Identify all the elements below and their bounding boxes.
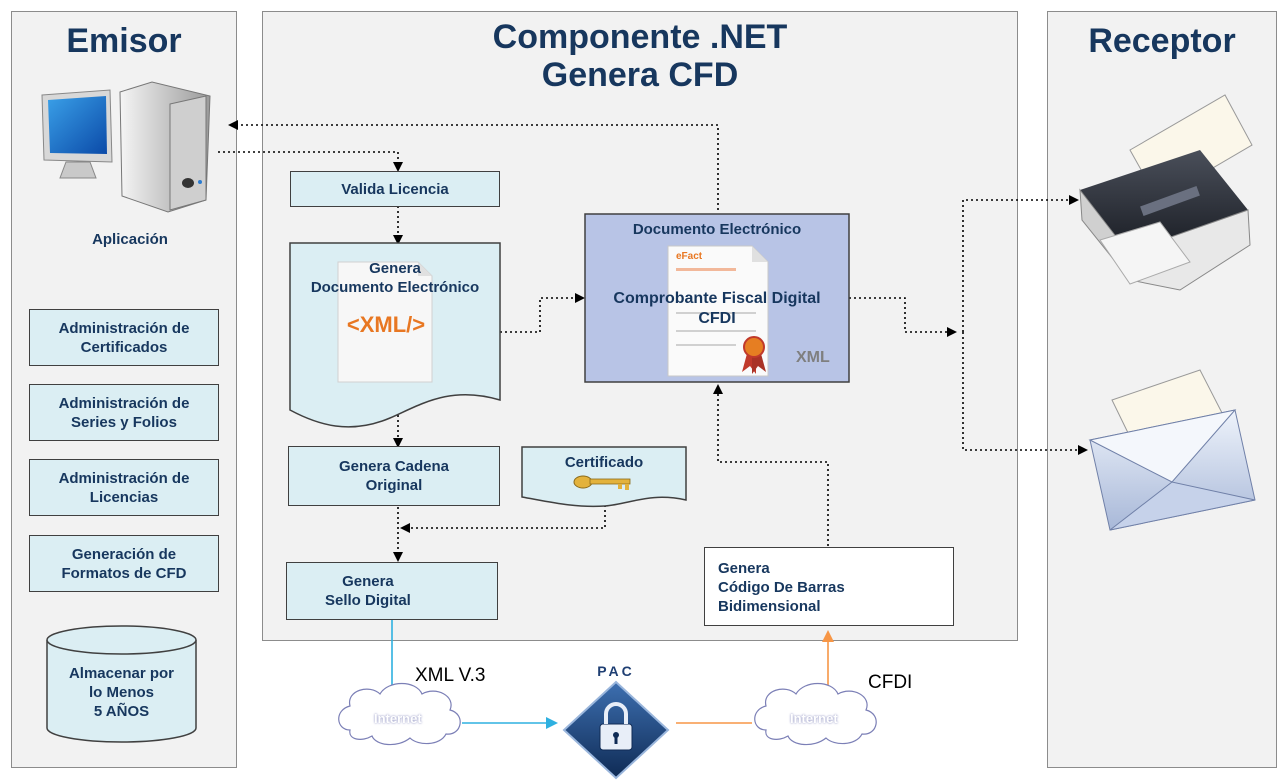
genera-codigo-line3: Bidimensional: [718, 598, 821, 615]
storage-line1: Almacenar por: [68, 665, 175, 682]
certificado-shape: [521, 446, 687, 508]
genera-sello-line1: Genera: [342, 573, 394, 590]
genera-codigo-label: Genera Código De Barras Bidimensional: [718, 559, 845, 616]
valida-licencia-box: Valida Licencia: [290, 171, 500, 207]
certificado-label: Certificado: [564, 454, 644, 471]
efact-label: eFact: [676, 251, 703, 262]
documento-electronico-text: Comprobante Fiscal Digital CFDI: [585, 289, 849, 329]
genera-codigo-line2: Código De Barras: [718, 579, 845, 596]
comprobante-line1: Comprobante Fiscal Digital: [613, 290, 821, 307]
internet-label-left: Internet: [374, 711, 422, 726]
genera-codigo-line1: Genera: [718, 560, 770, 577]
genera-codigo-box: [704, 547, 954, 626]
envelope-icon: [1088, 369, 1256, 531]
aplicacion-label: Aplicación: [92, 231, 168, 248]
storage-cylinder: [46, 625, 197, 743]
storage-label: Almacenar por lo Menos 5 AÑOS: [47, 664, 196, 721]
comprobante-line2: CFDI: [698, 310, 736, 327]
componente-title-line1: Componente .NET: [492, 18, 788, 56]
internet-label-right: Internet: [790, 711, 838, 726]
generacion-formatos-line1: Generación de: [71, 545, 177, 563]
emisor-title: Emisor: [66, 22, 182, 60]
genera-cadena-line2: Original: [365, 477, 423, 494]
cfdi-label: CFDI: [868, 672, 913, 693]
internet-cloud-right-shape: [754, 682, 877, 746]
pac-icon: [562, 680, 670, 780]
xml-tag: XML: [796, 349, 830, 366]
generacion-formatos-line2: Formatos de CFD: [61, 564, 187, 582]
storage-line3: 5 AÑOS: [93, 703, 150, 720]
genera-sello-line2: Sello Digital: [325, 592, 411, 609]
genera-documento-line1: Genera: [369, 260, 421, 277]
key-icon: [573, 475, 631, 490]
admin-licencias-line2: Licencias: [89, 488, 159, 506]
documento-electronico-header: Documento Electrónico: [632, 221, 802, 238]
componente-title: Componente .NET Genera CFD: [440, 18, 840, 94]
genera-documento-label: Genera Documento Electrónico: [290, 259, 500, 297]
admin-series-line2: Series y Folios: [71, 413, 177, 431]
componente-title-line2: Genera CFD: [541, 56, 739, 94]
genera-cadena-line1: Genera Cadena: [338, 458, 450, 475]
xml-version-label: XML V.3: [415, 665, 486, 686]
admin-certificados-line1: Administración de: [58, 319, 190, 337]
internet-cloud-left-shape: [338, 682, 461, 746]
pac-label: PAC: [597, 663, 635, 679]
genera-documento-line2: Documento Electrónico: [310, 279, 480, 296]
admin-series-line1: Administración de: [58, 394, 190, 412]
receptor-title: Receptor: [1088, 22, 1236, 60]
storage-line2: lo Menos: [88, 684, 154, 701]
admin-certificados-line2: Certificados: [80, 338, 168, 356]
printer-icon: [1079, 94, 1253, 291]
computer-icon: [41, 81, 211, 213]
admin-licencias-line1: Administración de: [58, 469, 190, 487]
seal-icon-document: [742, 336, 766, 374]
xml-icon-label: <XML/>: [346, 312, 426, 337]
efact-document-icon: [667, 245, 769, 377]
xml-file-icon: [337, 261, 433, 383]
